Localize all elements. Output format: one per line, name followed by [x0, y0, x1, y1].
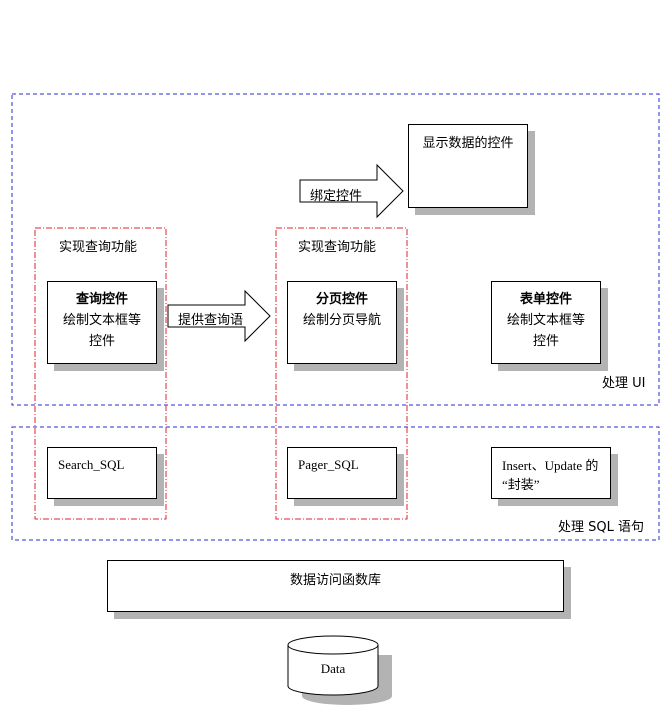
ui-region-border [11, 93, 660, 406]
search-control-line1: 绘制文本框等 [62, 313, 141, 328]
sql-region-border [11, 426, 660, 541]
provide-arrow-label: 提供查询语 [178, 313, 244, 328]
pager-sql-box: Pager_SQL [287, 447, 397, 499]
database-cylinder [287, 635, 392, 705]
search-group-border [34, 227, 167, 520]
insert-update-line2: “封装” [502, 477, 540, 492]
form-control-box: 表单控件 绘制文本框等 控件 [491, 281, 601, 364]
search-sql-box: Search_SQL [47, 447, 157, 499]
data-access-box: 数据访问函数库 [107, 560, 564, 612]
search-sql-label: Search_SQL [58, 457, 125, 472]
pager-sql-label: Pager_SQL [298, 457, 359, 472]
form-control-title: 表单控件 [519, 292, 572, 307]
pager-control-line1: 绘制分页导航 [302, 313, 381, 328]
search-group-title: 实现查询功能 [59, 240, 138, 255]
insert-update-line1: Insert、Update 的 [502, 458, 599, 473]
pager-control-box: 分页控件 绘制分页导航 [287, 281, 397, 364]
ui-region-label: 处理 UI [602, 376, 646, 391]
database-label: Data [320, 661, 346, 676]
bind-arrow-label: 绑定控件 [310, 189, 363, 204]
pager-control-title: 分页控件 [315, 292, 368, 307]
pager-group-border [275, 227, 408, 520]
search-control-box: 查询控件 绘制文本框等 控件 [47, 281, 157, 364]
sql-region-label: 处理 SQL 语句 [558, 520, 644, 535]
bind-arrow [299, 163, 404, 219]
search-control-line2: 控件 [88, 334, 115, 349]
form-control-line2: 控件 [532, 334, 559, 349]
insert-update-box: Insert、Update 的 “封装” [491, 447, 611, 499]
data-access-label: 数据访问函数库 [289, 573, 381, 588]
search-control-title: 查询控件 [75, 292, 128, 307]
provide-arrow [167, 289, 271, 343]
display-control-label: 显示数据的控件 [422, 136, 514, 151]
form-control-line1: 绘制文本框等 [506, 313, 585, 328]
pager-group-title: 实现查询功能 [298, 240, 377, 255]
display-control-box: 显示数据的控件 [408, 124, 528, 208]
